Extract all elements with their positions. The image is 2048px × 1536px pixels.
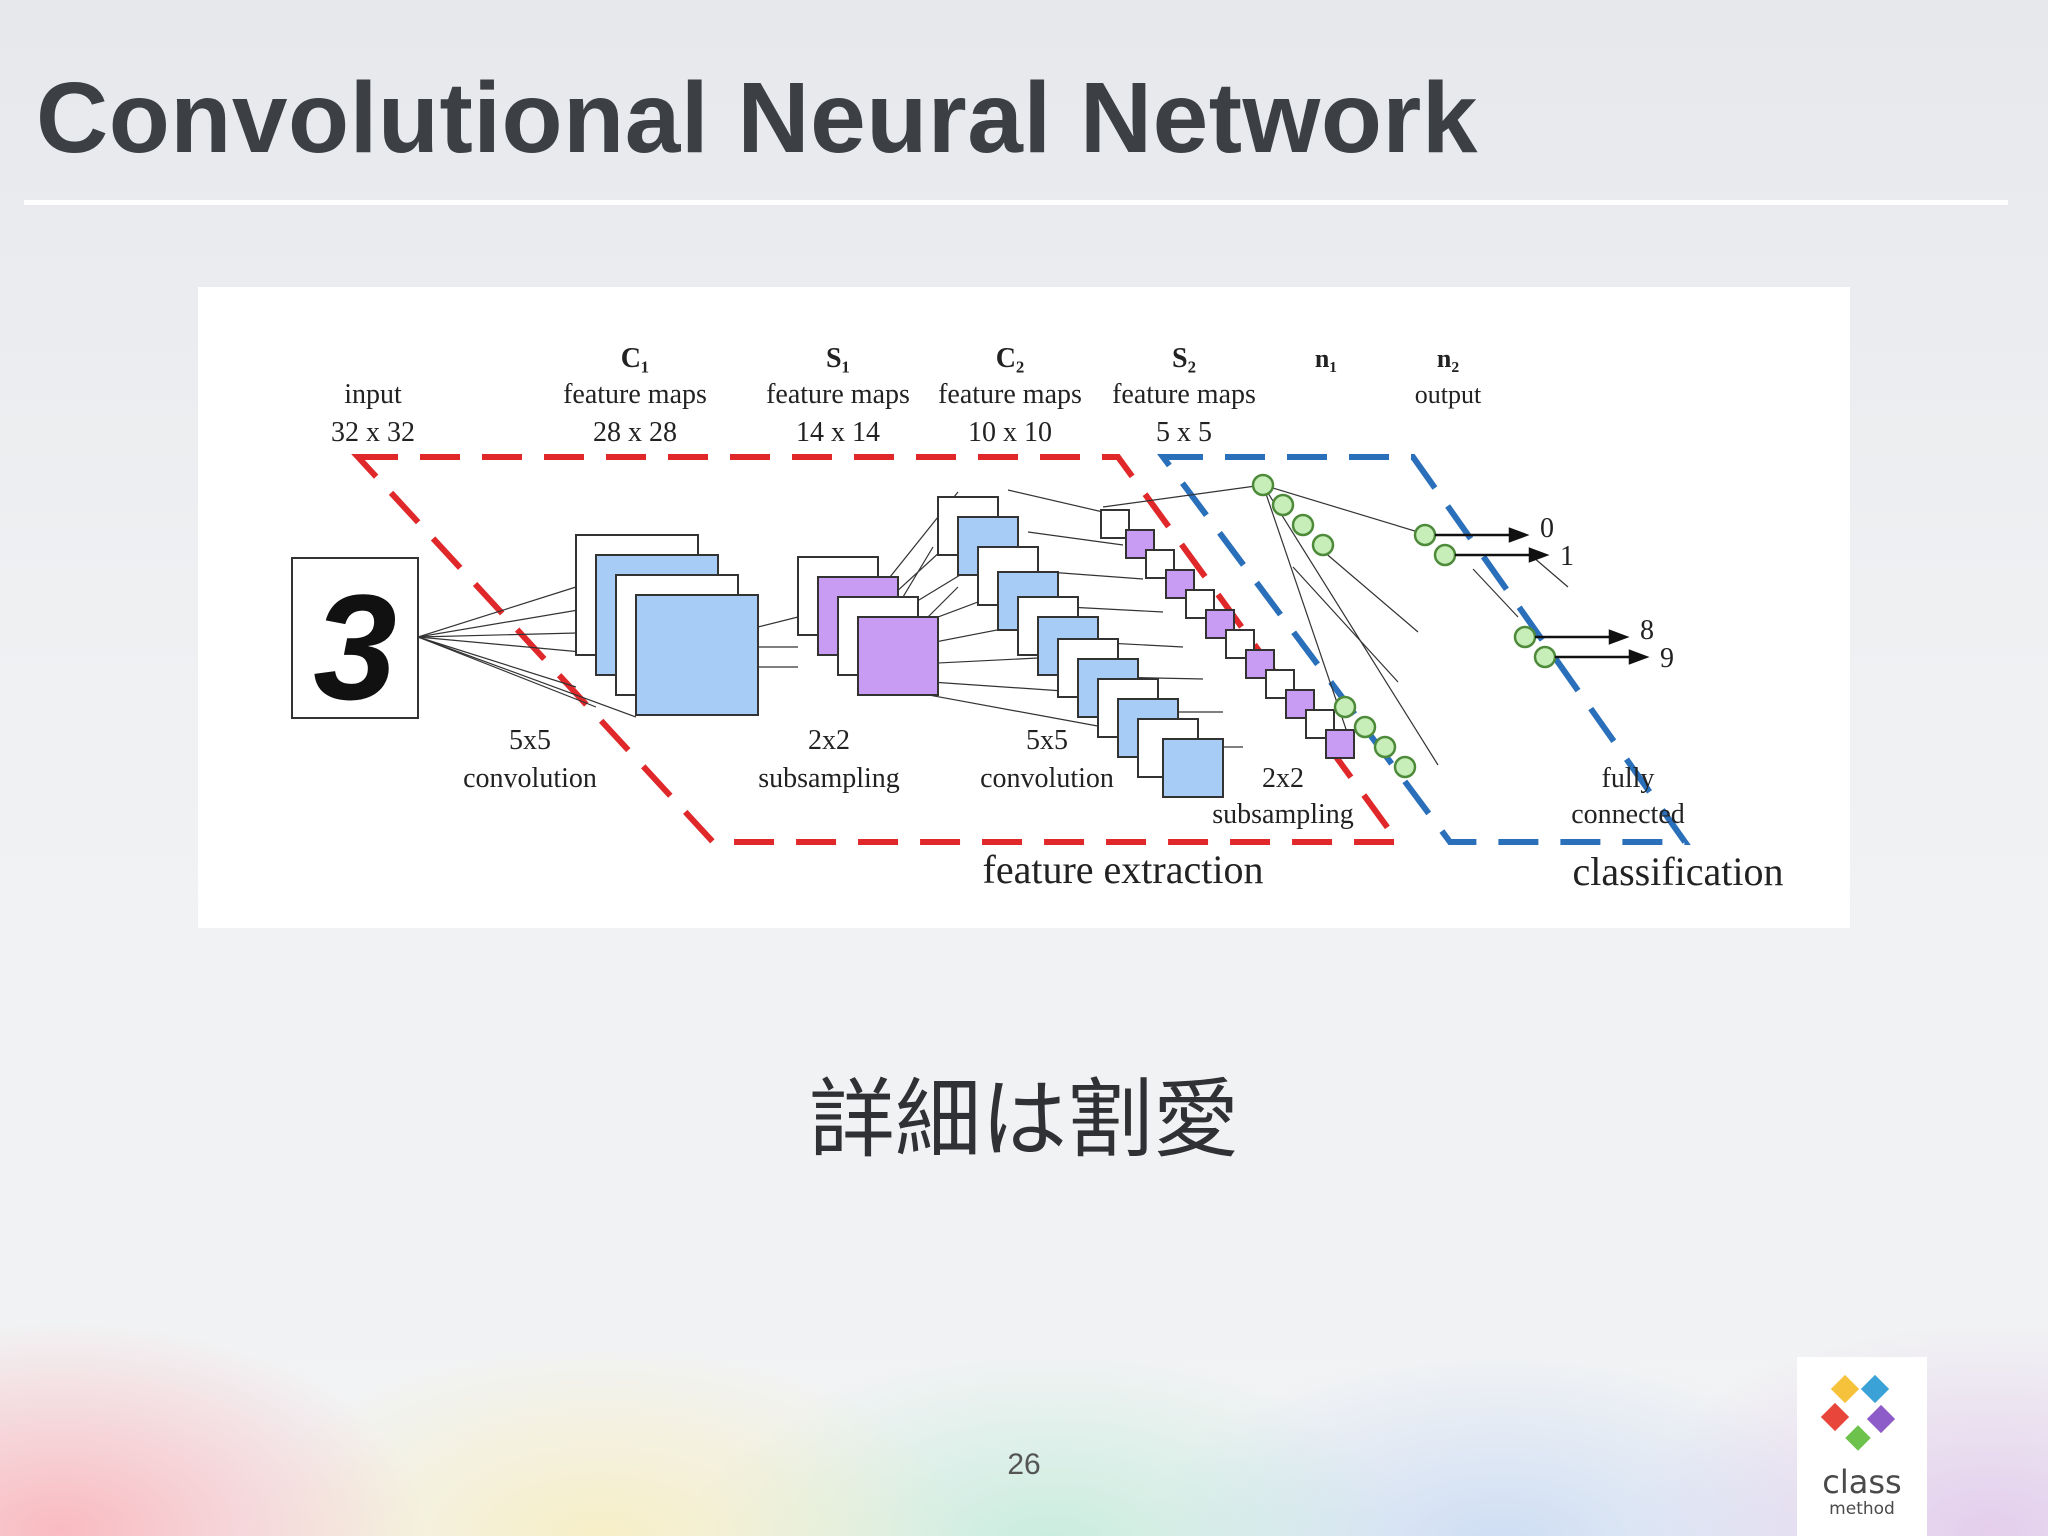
slide-title: Convolutional Neural Network bbox=[36, 62, 1478, 174]
layer-name-n2: n₂ bbox=[1437, 344, 1459, 373]
input-digit: 3 bbox=[313, 563, 396, 731]
output-label-0: 0 bbox=[1540, 513, 1554, 544]
layer-size-s2: 5 x 5 bbox=[1156, 417, 1212, 448]
op-conv1-name: convolution bbox=[463, 763, 597, 794]
layer-name-c2: C₂ bbox=[996, 343, 1025, 374]
logo-subword: method bbox=[1829, 1499, 1895, 1519]
layer-name-s2: S₂ bbox=[1172, 343, 1196, 374]
input-image: 3 bbox=[291, 557, 419, 731]
layer-desc-input: input bbox=[344, 379, 402, 410]
op-sub2-size: 2x2 bbox=[1262, 763, 1304, 794]
layer-desc-n2: output bbox=[1415, 380, 1482, 409]
feature-extraction-label: feature extraction bbox=[983, 847, 1264, 892]
n2-output-neurons bbox=[1413, 523, 1557, 669]
slide-caption: 詳細は割愛 bbox=[809, 1070, 1239, 1170]
op-conv2-size: 5x5 bbox=[1026, 725, 1068, 756]
s1-feature-maps bbox=[797, 556, 939, 696]
op-sub1-size: 2x2 bbox=[808, 725, 850, 756]
layer-desc-s2: feature maps bbox=[1112, 379, 1256, 410]
output-label-8: 8 bbox=[1640, 615, 1654, 646]
op-conv1-size: 5x5 bbox=[509, 725, 551, 756]
layer-name-n1: n₁ bbox=[1315, 344, 1337, 373]
output-arrows bbox=[1435, 527, 1650, 665]
n1-neurons bbox=[1251, 473, 1417, 779]
op-fc-line2: connected bbox=[1571, 799, 1685, 830]
output-label-9: 9 bbox=[1660, 643, 1674, 674]
page-number: 26 bbox=[1007, 1448, 1041, 1481]
layer-size-input: 32 x 32 bbox=[331, 417, 415, 448]
logo-word: class bbox=[1822, 1463, 1902, 1501]
op-sub2-name: subsampling bbox=[1212, 799, 1354, 830]
layer-size-c2: 10 x 10 bbox=[968, 417, 1052, 448]
c1-feature-maps bbox=[575, 534, 759, 716]
c2-feature-maps bbox=[937, 496, 1224, 798]
cnn-diagram: 3 bbox=[198, 287, 1850, 928]
op-conv2-name: convolution bbox=[980, 763, 1114, 794]
layer-size-s1: 14 x 14 bbox=[796, 417, 880, 448]
classification-region bbox=[1157, 454, 1691, 845]
s2-feature-maps bbox=[1100, 509, 1355, 759]
logo-mark-icon bbox=[1820, 1374, 1896, 1451]
classification-label: classification bbox=[1572, 849, 1783, 894]
op-fc-line1: fully bbox=[1602, 763, 1655, 794]
feature-extraction-region bbox=[351, 454, 1404, 845]
title-divider bbox=[24, 200, 2008, 205]
output-label-1: 1 bbox=[1560, 541, 1574, 572]
layer-name-s1: S₁ bbox=[826, 343, 850, 374]
layer-name-c1: C₁ bbox=[621, 343, 650, 374]
layer-desc-c1: feature maps bbox=[563, 379, 707, 410]
layer-desc-s1: feature maps bbox=[766, 379, 910, 410]
op-sub1-name: subsampling bbox=[758, 763, 900, 794]
classmethod-logo: class method bbox=[1797, 1357, 1927, 1536]
layer-desc-c2: feature maps bbox=[938, 379, 1082, 410]
layer-size-c1: 28 x 28 bbox=[593, 417, 677, 448]
